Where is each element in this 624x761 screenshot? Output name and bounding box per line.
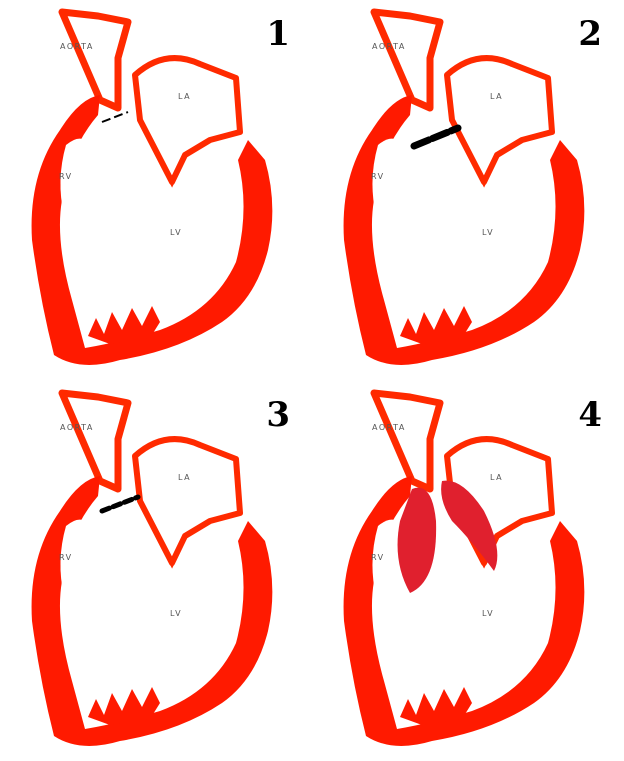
heart-panel-1: AORTA LA RV LV 1 [0,0,312,380]
aorta-outline [62,12,128,108]
left-atrium-label: LA [490,92,503,101]
left-atrium-outline [135,58,240,182]
defect-marker [102,112,128,122]
panel-number: 3 [266,395,290,435]
left-ventricle-label: LV [482,609,494,618]
aorta-outline [374,12,440,108]
right-ventricle-label: RV [59,553,73,562]
right-ventricle-label: RV [59,172,73,181]
left-ventricle-label: LV [170,228,182,237]
left-atrium-outline [135,439,240,563]
left-atrium-label: LA [490,473,503,482]
aorta-label: AORTA [60,42,94,51]
defect-dash [414,128,458,146]
panel-number: 4 [578,395,602,435]
aorta-outline [374,393,440,489]
aorta-outline [62,393,128,489]
septum-line [140,501,240,563]
defect-marker [414,128,458,146]
left-atrium-label: LA [178,92,191,101]
heart-panel-2: AORTA LA RV LV 2 [312,0,624,380]
heart-illustration [0,381,312,761]
heart-illustration [0,0,312,380]
right-ventricle-label: RV [371,172,385,181]
aneurysm-right [441,481,497,571]
defect-dash [102,497,138,511]
aorta-label: AORTA [372,42,406,51]
right-ventricle-label: RV [371,553,385,562]
defect-marker [102,497,138,511]
septum-line [452,120,552,182]
aorta-label: AORTA [372,423,406,432]
heart-panel-4: AORTA LA RV LV 4 [312,381,624,761]
left-atrium-outline [447,58,552,182]
septum-line [140,120,240,182]
heart-illustration [312,381,624,761]
left-atrium-label: LA [178,473,191,482]
heart-panel-3: AORTA LA RV LV 3 [0,381,312,761]
defect-marker [398,481,498,593]
aorta-label: AORTA [60,423,94,432]
panel-number: 2 [578,14,602,54]
defect-dash [102,112,128,122]
left-ventricle-label: LV [170,609,182,618]
panel-number: 1 [266,14,290,54]
heart-illustration [312,0,624,380]
left-ventricle-label: LV [482,228,494,237]
